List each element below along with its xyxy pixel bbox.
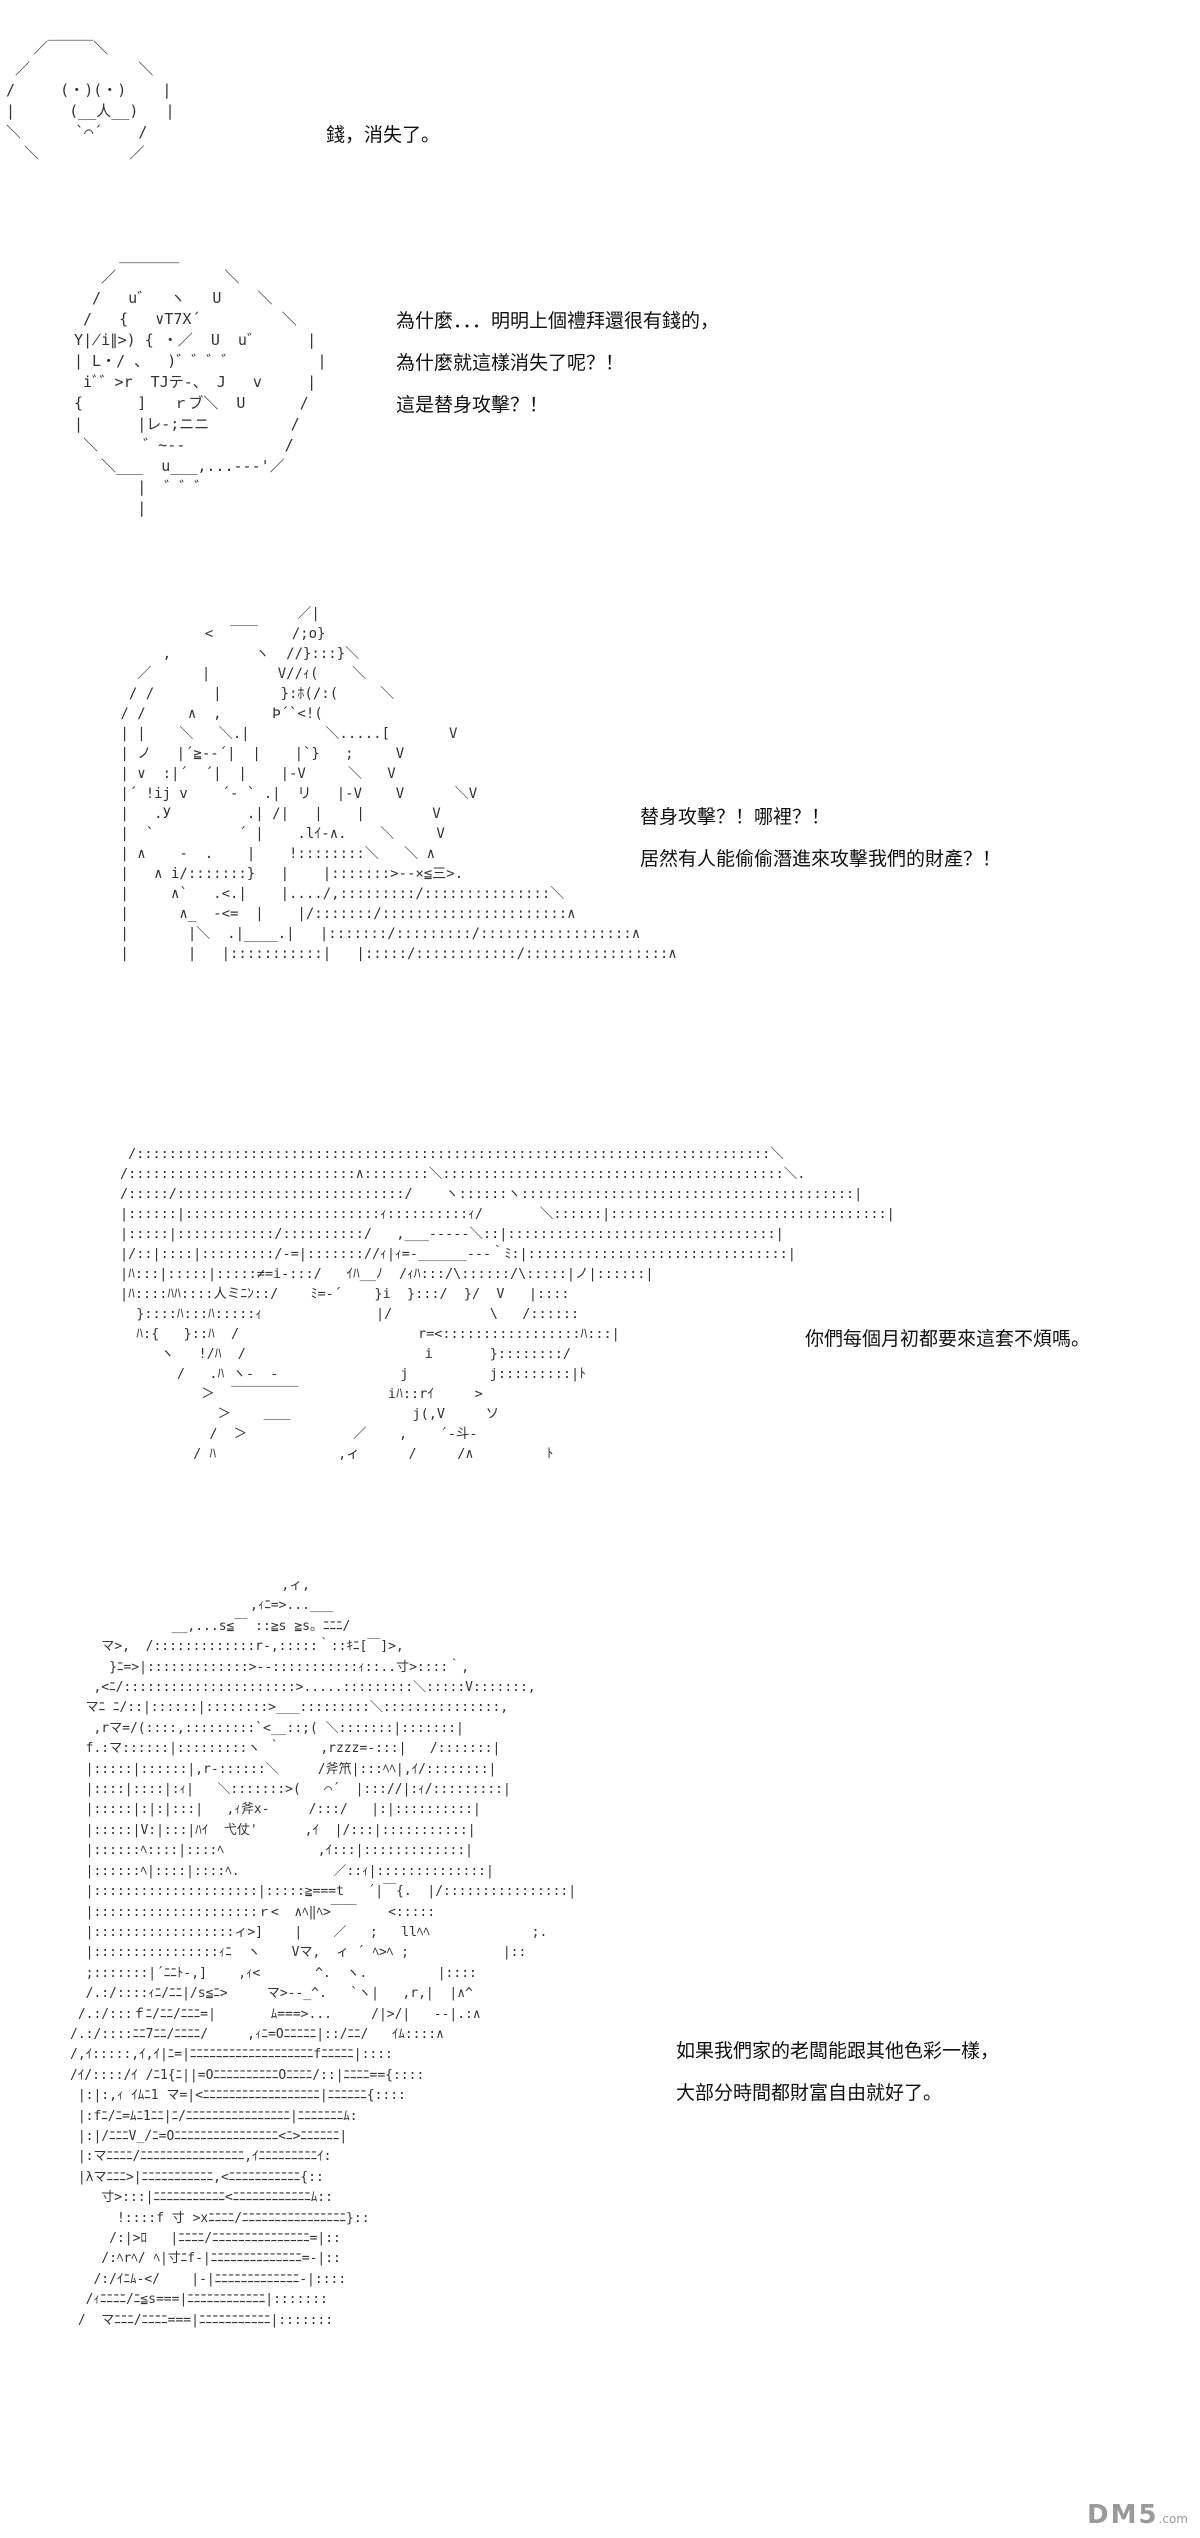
panel-5: ,ィ, ,ｨﾆ=>...___ __,...s≦￣ ::≧s ≧s。ﾆﾆﾆ/ マ… <box>0 1560 1200 2538</box>
dialogue-3: 替身攻擊？！哪裡？！ 居然有人能偷偷潛進來攻擊我們的財產？！ <box>640 808 1001 869</box>
site-watermark: DM5.com <box>1087 2500 1188 2530</box>
ascii-art-face-2: ＿＿＿＿ ／ ＼ / u゛ ヽ U ＼ / { ∨T7X´ ＼ Y∤i∥>) {… <box>74 247 327 517</box>
ascii-art-character-4: /:::::::::::::::::::::::::::::::::::::::… <box>120 1146 895 1462</box>
dialogue-line: 替身攻擊？！哪裡？！ <box>640 806 831 828</box>
panel-4: /:::::::::::::::::::::::::::::::::::::::… <box>0 1130 1200 1550</box>
dialogue-1: 錢，消失了。 <box>326 126 440 145</box>
dialogue-line: 為什麼就這樣消失了呢？！ <box>396 352 625 374</box>
dialogue-5: 如果我們家的老闆能跟其他色彩一樣， 大部分時間都財富自由就好了。 <box>676 2042 999 2103</box>
dialogue-line: 大部分時間都財富自由就好了。 <box>676 2082 943 2104</box>
panel-3: ／| < ￣￣ /;o} , ヽ //}:::}＼ ／ | V//ｨ( ＼ / … <box>0 590 1200 1110</box>
dialogue-line: 這是替身攻擊？！ <box>396 394 549 416</box>
panel-1: ／￣￣￣＼ ／ ＼ / (・)(・) | | (__人__) | ＼ `⌒´ /… <box>0 0 1200 230</box>
dialogue-line: 你們每個月初都要來這套不煩嗎。 <box>805 1328 1091 1350</box>
panel-2: ＿＿＿＿ ／ ＼ / u゛ ヽ U ＼ / { ∨T7X´ ＼ Y∤i∥>) {… <box>0 230 1200 590</box>
ascii-art-character-5: ,ィ, ,ｨﾆ=>...___ __,...s≦￣ ::≧s ≧s。ﾆﾆﾆ/ マ… <box>70 1578 577 2328</box>
dialogue-4: 你們每個月初都要來這套不煩嗎。 <box>805 1330 1090 1349</box>
dialogue-line: 如果我們家的老闆能跟其他色彩一樣， <box>676 2040 1000 2062</box>
dialogue-2: 為什麼．．．明明上個禮拜還很有錢的， 為什麼就這樣消失了呢？！ 這是替身攻擊？！ <box>396 312 719 415</box>
ascii-art-face-1: ／￣￣￣＼ ／ ＼ / (・)(・) | | (__人__) | ＼ `⌒´ /… <box>6 39 175 162</box>
watermark-sub: .com <box>1158 2512 1188 2526</box>
ascii-art-character-3: ／| < ￣￣ /;o} , ヽ //}:::}＼ ／ | V//ｨ( ＼ / … <box>120 606 677 962</box>
dialogue-line: 居然有人能偷偷潛進來攻擊我們的財產？！ <box>640 848 1002 870</box>
dialogue-line: 為什麼．．．明明上個禮拜還很有錢的， <box>396 310 720 332</box>
dialogue-line: 錢，消失了。 <box>326 124 441 146</box>
watermark-main: DM5 <box>1087 2500 1159 2530</box>
